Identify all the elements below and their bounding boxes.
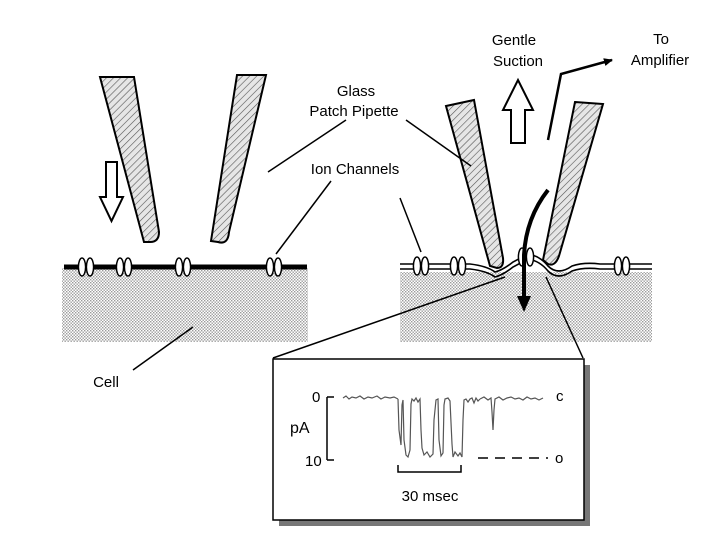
- time-scale-bar: [397, 465, 462, 473]
- pipette-callout-line-right: [405, 119, 472, 167]
- ion-channels-label: Ion Channels: [311, 161, 399, 178]
- patch-pipette-label-line2: Patch Pipette: [309, 103, 398, 120]
- ion-channel: [449, 256, 467, 276]
- down-arrow-icon: [98, 161, 125, 224]
- time-scale-label: 30 msec: [402, 488, 459, 505]
- right-pipette-wall-left: [444, 98, 505, 270]
- recording-inset: [272, 358, 590, 526]
- left-pipette-wall-left: [98, 76, 161, 243]
- inset-frame: [272, 358, 585, 521]
- ion-channel: [613, 256, 631, 276]
- glass-label-line1: Glass: [337, 83, 375, 100]
- channels-callout-line-left: [275, 180, 332, 255]
- left-cell: [62, 264, 308, 342]
- trace-baseline-left: [342, 395, 399, 400]
- ion-channel: [174, 257, 192, 277]
- pipette-callout-line-left: [267, 119, 347, 173]
- ion-channel: [412, 256, 430, 276]
- trace-baseline-right: [479, 396, 544, 431]
- zoom-line-left: [272, 276, 506, 359]
- closed-state-label: c: [556, 388, 564, 405]
- suction-label-line2: Suction: [493, 53, 543, 70]
- gentle-label-line1: Gentle: [492, 32, 536, 49]
- y-axis-unit-label: pA: [290, 420, 310, 437]
- to-label-line1: To: [653, 31, 669, 48]
- current-flow-line: [522, 188, 550, 300]
- ion-channel: [77, 257, 95, 277]
- current-flow-arrow-icon: [517, 296, 531, 312]
- left-ion-channels: [77, 257, 283, 277]
- ion-channel: [265, 257, 283, 277]
- right-pipette: [444, 98, 605, 270]
- left-pipette: [98, 74, 268, 244]
- zoom-line-right: [545, 276, 584, 359]
- right-ion-channels: [412, 247, 631, 276]
- cell-label: Cell: [93, 374, 119, 391]
- channels-callout-line-right: [399, 197, 422, 253]
- amplifier-wire: [546, 58, 613, 141]
- open-state-label: o: [555, 450, 563, 467]
- cell-callout-line: [132, 326, 194, 371]
- left-pipette-wall-right: [209, 74, 268, 244]
- y-tick-label-10: 10: [305, 453, 322, 470]
- right-cell-membrane-outer: [400, 253, 652, 273]
- ion-channel: [115, 257, 133, 277]
- right-cell-membrane-inner: [400, 258, 652, 278]
- up-arrow-icon: [501, 77, 535, 144]
- right-pipette-wall-right: [541, 100, 605, 266]
- left-cell-body: [62, 268, 308, 342]
- y-tick-label-0: 0: [312, 389, 320, 406]
- trace-openings: [397, 396, 481, 459]
- amplifier-label-line2: Amplifier: [631, 52, 689, 69]
